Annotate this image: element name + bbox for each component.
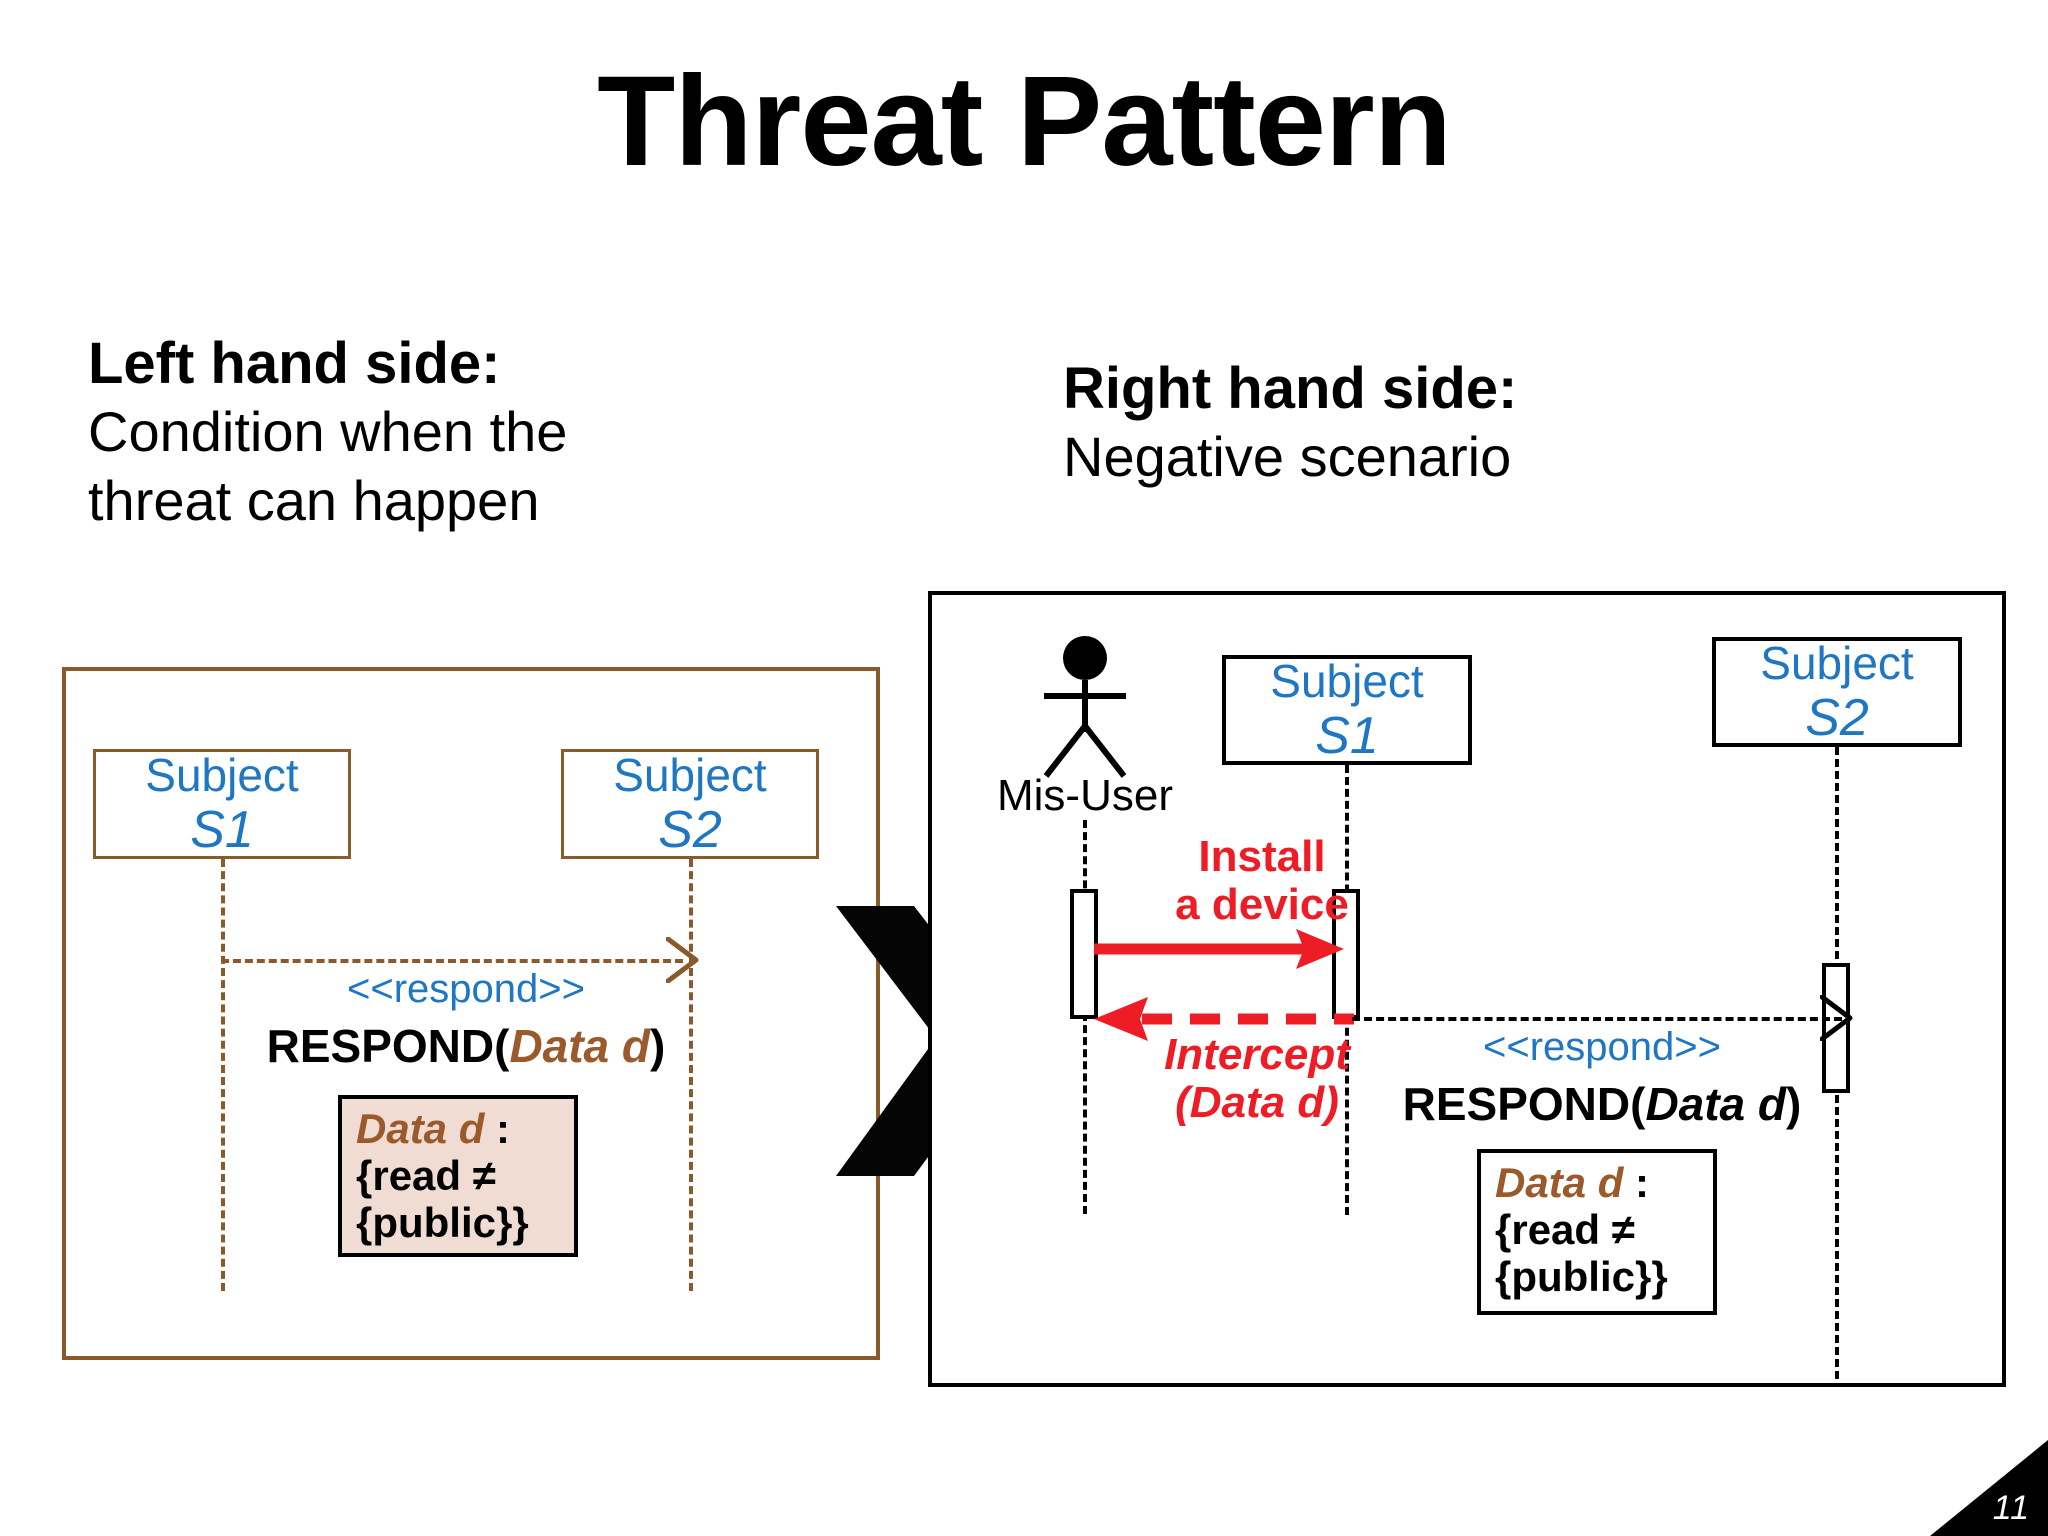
note-line-1: Data d : bbox=[356, 1105, 560, 1152]
respond-label-suffix: ) bbox=[650, 1020, 666, 1072]
lifeline-box-s2-left: Subject S2 bbox=[561, 749, 819, 859]
intercept-arrow bbox=[1094, 997, 1354, 1041]
lifeline-dash-s1-left bbox=[221, 859, 225, 1291]
respond-label-prefix: RESPOND( bbox=[1402, 1078, 1646, 1130]
respond-message-arrow-right bbox=[1352, 1017, 1842, 1021]
respond-label-param: Data d bbox=[1645, 1078, 1787, 1130]
lifeline-type-label: Subject bbox=[1270, 655, 1424, 707]
note-line-2: {read ≠ bbox=[356, 1152, 496, 1200]
lifeline-type-label: Subject bbox=[1760, 637, 1914, 689]
intercept-line2: (Data d) bbox=[1175, 1078, 1339, 1128]
note-data-d-left: Data d : {read ≠ {public}} bbox=[338, 1095, 578, 1257]
stick-figure-actor-icon bbox=[1043, 636, 1127, 778]
page-title: Threat Pattern bbox=[597, 50, 1452, 193]
intercept-label: Intercept (Data d) bbox=[1107, 1030, 1407, 1128]
lifeline-box-s2-right: Subject S2 bbox=[1712, 637, 1962, 747]
lifeline-name-label: S2 bbox=[658, 801, 722, 859]
note-line-1: Data d : bbox=[1495, 1159, 1699, 1206]
respond-message-arrow-left bbox=[221, 959, 683, 963]
intercept-line1: Intercept bbox=[1164, 1030, 1350, 1079]
note-data-emphasis: Data d bbox=[1495, 1159, 1624, 1206]
respond-label-param: Data d bbox=[509, 1020, 651, 1072]
lifeline-name-label: S2 bbox=[1805, 689, 1869, 747]
note-colon: : bbox=[1623, 1159, 1650, 1206]
activation-bar-s2 bbox=[1822, 963, 1850, 1093]
lifeline-name-label: S1 bbox=[190, 801, 254, 859]
actor-label: Mis-User bbox=[997, 771, 1173, 820]
arrowhead-right-icon bbox=[666, 937, 699, 983]
respond-message-label-left: RESPOND(Data d) bbox=[166, 1019, 766, 1073]
note-line-3: {public}} bbox=[1495, 1253, 1668, 1301]
left-hand-side-text-block: Left hand side: Condition when the threa… bbox=[88, 330, 728, 535]
left-hand-side-heading: Left hand side: bbox=[88, 331, 501, 396]
page-number: 11 bbox=[1992, 1489, 2030, 1527]
respond-stereotype-right: <<respond>> bbox=[1483, 1025, 1721, 1069]
note-data-emphasis: Data d bbox=[356, 1105, 485, 1152]
right-hand-side-text-block: Right hand side: Negative scenario bbox=[1063, 355, 1703, 492]
note-line-3: {public}} bbox=[356, 1199, 529, 1247]
lifeline-name-label: S1 bbox=[1315, 707, 1379, 765]
install-device-arrow bbox=[1094, 929, 1344, 969]
install-device-line1: Install bbox=[1198, 832, 1326, 881]
page-corner-decoration bbox=[1930, 1440, 2048, 1536]
respond-label-prefix: RESPOND( bbox=[266, 1020, 510, 1072]
right-hand-side-description: Negative scenario bbox=[1063, 425, 1512, 489]
arrowhead-right-icon bbox=[1820, 995, 1853, 1041]
lifeline-type-label: Subject bbox=[145, 749, 299, 801]
right-hand-side-diagram-container: Mis-User Subject S1 Subject S2 Install a… bbox=[928, 591, 2006, 1387]
respond-message-label-right: RESPOND(Data d) bbox=[1302, 1077, 1902, 1131]
install-device-label: Install a device bbox=[1112, 832, 1412, 930]
respond-label-suffix: ) bbox=[1786, 1078, 1802, 1130]
install-device-line2: a device bbox=[1175, 880, 1349, 930]
lifeline-dash-s2-left bbox=[689, 859, 693, 1291]
lifeline-type-label: Subject bbox=[613, 749, 767, 801]
left-hand-side-description-line1: Condition when the bbox=[88, 400, 568, 464]
left-hand-side-diagram-container: Subject S1 Subject S2 <<respond>> RESPON… bbox=[62, 667, 880, 1360]
right-hand-side-heading: Right hand side: bbox=[1063, 356, 1518, 421]
note-line-2: {read ≠ bbox=[1495, 1206, 1635, 1254]
lifeline-box-s1-left: Subject S1 bbox=[93, 749, 351, 859]
lifeline-box-s1-right: Subject S1 bbox=[1222, 655, 1472, 765]
respond-stereotype-left: <<respond>> bbox=[347, 967, 585, 1011]
note-data-d-right: Data d : {read ≠ {public}} bbox=[1477, 1149, 1717, 1315]
activation-bar-s1 bbox=[1332, 889, 1360, 1019]
left-hand-side-description-line2: threat can happen bbox=[88, 468, 540, 532]
note-colon: : bbox=[484, 1105, 511, 1152]
